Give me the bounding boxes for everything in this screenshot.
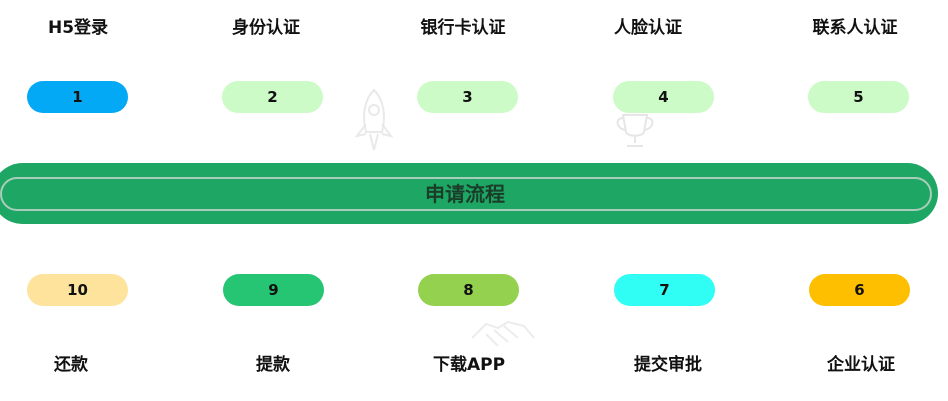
step-5-badge: 5 xyxy=(808,81,909,113)
banner-title: 申请流程 xyxy=(425,182,505,206)
step-9-badge: 9 xyxy=(223,274,324,306)
step-8-label: 下载APP xyxy=(432,355,506,375)
step-1-badge: 1 xyxy=(27,81,128,113)
step-8-badge: 8 xyxy=(418,274,519,306)
step-7-label: 提交审批 xyxy=(634,355,702,375)
step-6-badge: 6 xyxy=(809,274,910,306)
step-9-label: 提款 xyxy=(256,355,290,375)
step-2-label: 身份认证 xyxy=(232,18,300,38)
process-banner: 申请流程 xyxy=(0,163,938,224)
step-5-label: 联系人认证 xyxy=(812,18,898,38)
step-4-label: 人脸认证 xyxy=(614,18,682,38)
step-4-badge: 4 xyxy=(613,81,714,113)
step-3-label: 银行卡认证 xyxy=(420,18,506,38)
handshake-icon xyxy=(471,320,535,347)
step-10-badge: 10 xyxy=(27,274,128,306)
step-1-label: H5登录 xyxy=(47,18,109,38)
step-2-badge: 2 xyxy=(222,81,323,113)
step-6-label: 企业认证 xyxy=(827,355,895,375)
trophy-icon xyxy=(616,114,654,147)
step-7-badge: 7 xyxy=(614,274,715,306)
step-10-label: 还款 xyxy=(54,355,88,375)
rocket-icon xyxy=(354,88,394,151)
banner-track xyxy=(0,177,932,211)
step-3-badge: 3 xyxy=(417,81,518,113)
